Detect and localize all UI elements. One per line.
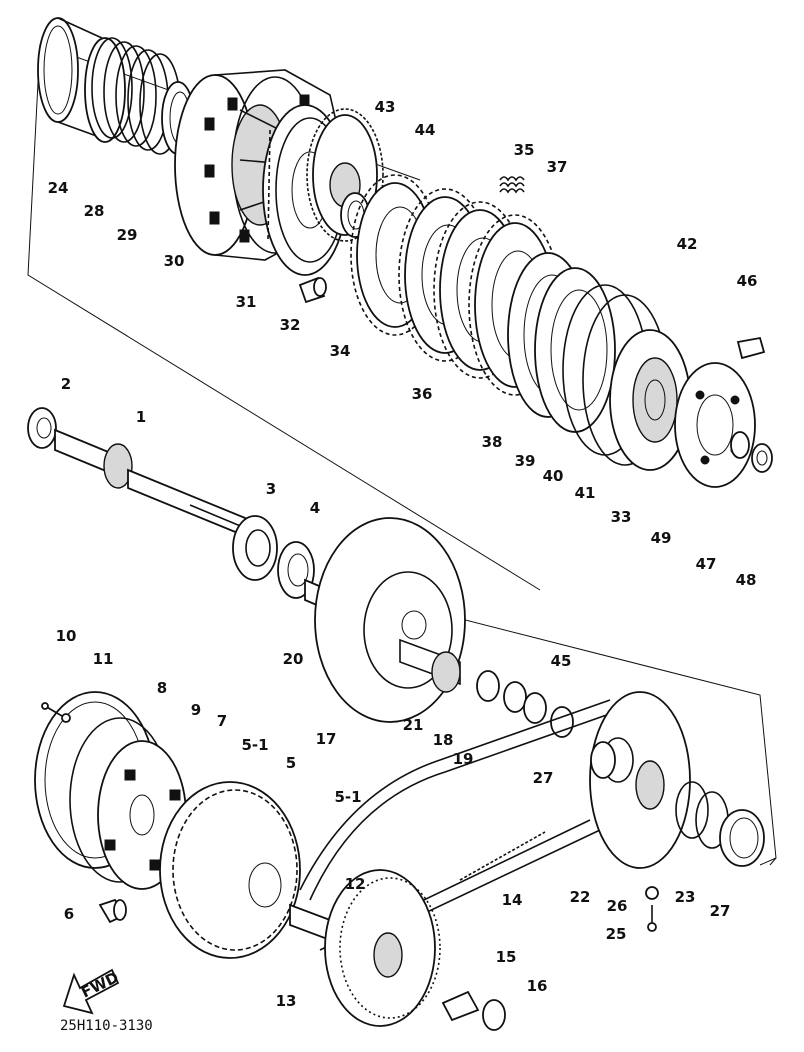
pressure-plate-49 bbox=[674, 362, 756, 488]
part-label-3: 3 bbox=[266, 480, 276, 498]
secondary-sheave-17 bbox=[314, 517, 466, 723]
clip-46 bbox=[736, 336, 766, 360]
clutch-drum-33 bbox=[609, 329, 691, 471]
part-label-19: 19 bbox=[453, 750, 474, 768]
primary-sheave-5 bbox=[159, 781, 301, 959]
part-label-5-1: 5-1 bbox=[334, 788, 361, 806]
washer-47 bbox=[730, 431, 750, 459]
part-label-13: 13 bbox=[276, 992, 297, 1010]
part-label-20: 20 bbox=[283, 650, 304, 668]
part-label-45: 45 bbox=[551, 652, 572, 670]
part-label-43: 43 bbox=[375, 98, 396, 116]
seal-27-right bbox=[719, 809, 765, 867]
part-label-33: 33 bbox=[611, 508, 632, 526]
part-label-28: 28 bbox=[84, 202, 105, 220]
washer-11 bbox=[61, 713, 71, 723]
part-label-44: 44 bbox=[415, 121, 436, 139]
seal-27-left bbox=[590, 741, 616, 779]
bearing-2 bbox=[27, 407, 57, 449]
part-label-26: 26 bbox=[607, 897, 628, 915]
part-label-12: 12 bbox=[345, 875, 366, 893]
part-label-8: 8 bbox=[157, 679, 167, 697]
part-label-5: 5 bbox=[286, 754, 296, 772]
primary-shaft-1 bbox=[54, 428, 251, 540]
part-label-11: 11 bbox=[93, 650, 114, 668]
nut-48 bbox=[751, 443, 773, 473]
part-label-6: 6 bbox=[64, 905, 74, 923]
part-label-22: 22 bbox=[570, 888, 591, 906]
part-label-47: 47 bbox=[696, 555, 717, 573]
part-label-29: 29 bbox=[117, 226, 138, 244]
forward-arrow: FWD bbox=[62, 968, 121, 1015]
part-label-30: 30 bbox=[164, 252, 185, 270]
part-label-39: 39 bbox=[515, 452, 536, 470]
part-label-25: 25 bbox=[606, 925, 627, 943]
part-label-24: 24 bbox=[48, 179, 69, 197]
part-label-18: 18 bbox=[433, 731, 454, 749]
part-label-7: 7 bbox=[217, 712, 227, 730]
washer-15 bbox=[441, 990, 480, 1022]
part-label-15: 15 bbox=[496, 948, 517, 966]
nut-16 bbox=[482, 999, 506, 1031]
part-label-16: 16 bbox=[527, 977, 548, 995]
part-label-37: 37 bbox=[547, 158, 568, 176]
fwd-arrow-label: FWD bbox=[78, 968, 121, 1001]
part-label-10: 10 bbox=[56, 627, 77, 645]
part-label-34: 34 bbox=[330, 342, 351, 360]
part-label-46: 46 bbox=[737, 272, 758, 290]
weight-6 bbox=[98, 898, 127, 924]
bolt-25 bbox=[647, 905, 657, 932]
part-label-27: 27 bbox=[710, 902, 731, 920]
part-label-27: 27 bbox=[533, 769, 554, 787]
part-label-23: 23 bbox=[675, 888, 696, 906]
pin-26 bbox=[645, 886, 659, 900]
part-label-2: 2 bbox=[61, 375, 71, 393]
part-label-21: 21 bbox=[403, 716, 424, 734]
clutch-cover-cap-24 bbox=[37, 17, 126, 143]
part-label-49: 49 bbox=[651, 529, 672, 547]
screw-10 bbox=[41, 702, 63, 717]
part-number-callouts: 2428293031324344353734364246383940413349… bbox=[48, 98, 758, 1010]
part-label-14: 14 bbox=[502, 891, 523, 909]
part-label-41: 41 bbox=[575, 484, 596, 502]
plug-32 bbox=[298, 276, 327, 304]
part-label-31: 31 bbox=[236, 293, 257, 311]
part-label-9: 9 bbox=[191, 701, 201, 719]
part-label-36: 36 bbox=[412, 385, 433, 403]
part-label-32: 32 bbox=[280, 316, 301, 334]
part-label-4: 4 bbox=[310, 499, 320, 517]
part-label-38: 38 bbox=[482, 433, 503, 451]
fan-sheave-13 bbox=[324, 869, 441, 1027]
secondary-fixed-sheave-22 bbox=[589, 691, 691, 869]
part-label-48: 48 bbox=[736, 571, 757, 589]
bearing-3 bbox=[232, 515, 278, 581]
small-spring-35 bbox=[499, 176, 525, 194]
part-label-1: 1 bbox=[136, 408, 146, 426]
part-label-17: 17 bbox=[316, 730, 337, 748]
part-label-5-1: 5-1 bbox=[241, 736, 268, 754]
part-label-35: 35 bbox=[514, 141, 535, 159]
part-label-40: 40 bbox=[543, 467, 564, 485]
rings-38-41 bbox=[507, 252, 668, 466]
part-label-42: 42 bbox=[677, 235, 698, 253]
sheave-shaft-12 bbox=[289, 903, 331, 942]
drawing-code: 25H110-3130 bbox=[60, 1018, 153, 1034]
